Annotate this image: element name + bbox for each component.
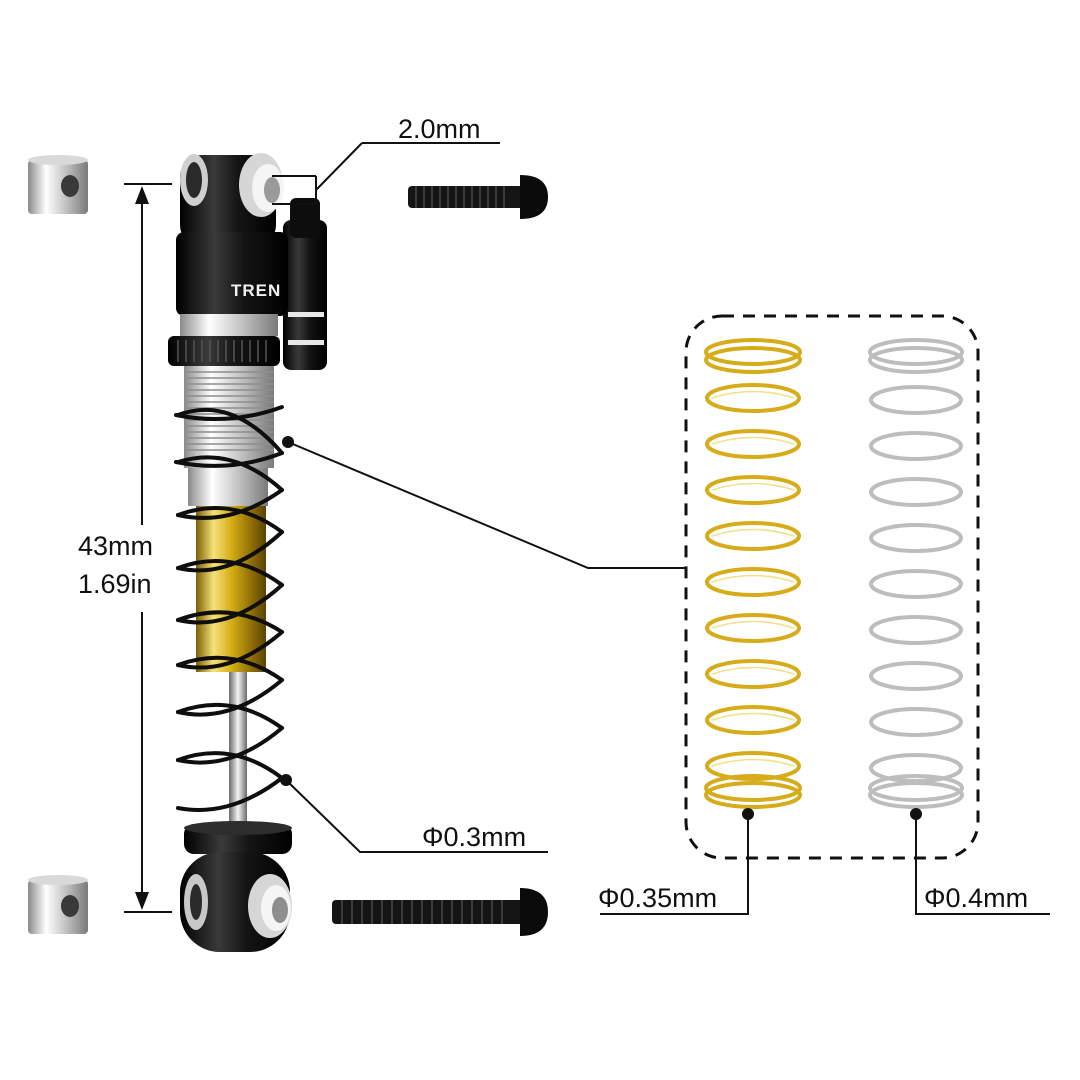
installed-spring-wire-label: Φ0.3mm [422,822,526,852]
reservoir [283,198,327,370]
installed-spring [174,405,284,812]
spacer-hole [61,895,79,917]
silver-spring-highlight [875,392,957,769]
screw-top [408,175,548,219]
gold-spring-callout [600,808,754,915]
piston-rod [229,660,247,830]
gold-spring-wire-label: Φ0.35mm [598,883,717,913]
threaded-body [184,366,274,506]
top-eyelet [180,153,284,247]
spring-options-connector [282,436,686,569]
upper-collar [180,314,278,336]
bottom-spring-retainer [184,821,292,854]
length-mm-label: 43mm [78,531,153,561]
gold-spring-highlight [711,390,795,767]
length-dimension [124,183,172,913]
bottom-eyelet [180,852,292,952]
silver-spring-callout [910,808,1050,915]
silver-spring [868,338,964,809]
preload-nut [168,336,280,366]
installed-spring-callout [280,774,548,853]
spring-options-box [684,314,980,860]
shock-absorber: TREN [168,153,327,952]
brand-logo-text: TREN [231,281,281,300]
mount-hole-callout [272,142,500,205]
gold-lower-body [196,506,266,672]
silver-spring-wire-label: Φ0.4mm [924,883,1028,913]
length-in-label: 1.69in [78,569,152,599]
gold-spring [704,338,802,809]
top-cap: TREN [176,232,288,316]
mount-hole-label: 2.0mm [398,114,481,144]
spacer-top [28,155,88,214]
spacer-hole [61,175,79,197]
spacer-bottom [28,875,88,934]
screw-bottom [332,888,548,936]
